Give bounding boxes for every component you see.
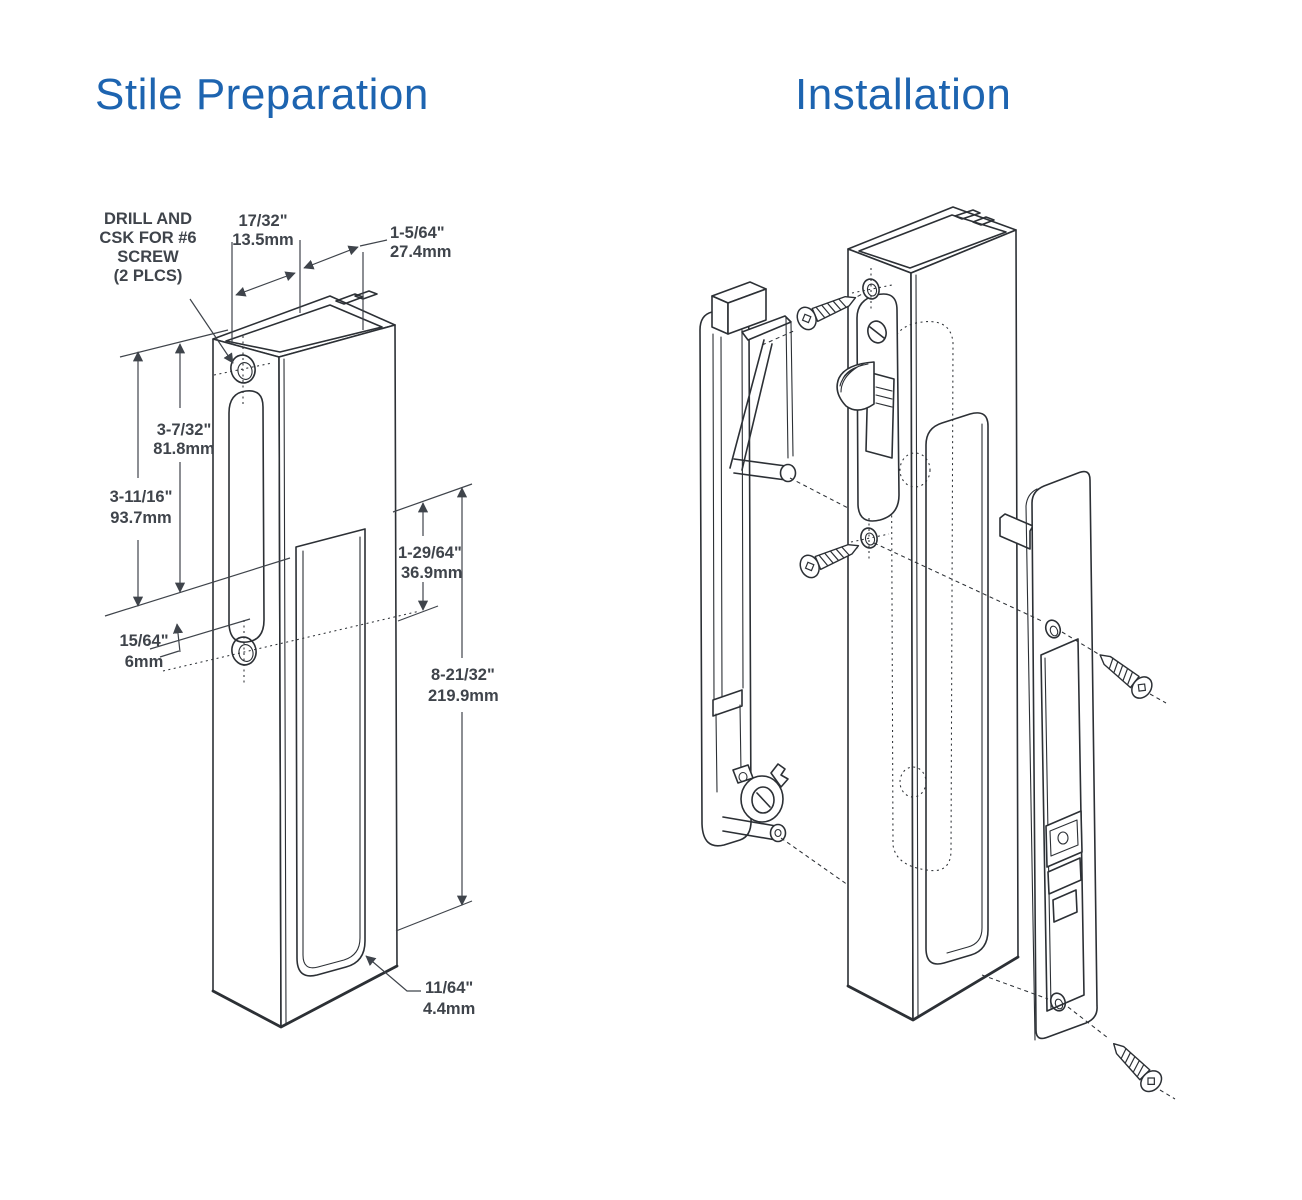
- faceplate-top-hole: [1044, 619, 1062, 639]
- dim-face-width-mm: 27.4mm: [390, 243, 451, 261]
- stile-holes-and-slot: [162, 336, 421, 684]
- dim-cutout-len-mm: 219.9mm: [428, 687, 499, 705]
- dim-hole-offset-in: 15/64": [119, 632, 168, 650]
- lock-cylinder: [732, 763, 789, 823]
- front-face-cutout: [295, 528, 366, 977]
- screw-top-right-icon: [1092, 645, 1157, 703]
- thumb-latch-lever: [836, 361, 875, 411]
- installation-title: Installation: [795, 70, 1012, 119]
- latch-lever-arm: [729, 339, 773, 471]
- dim-slot-width-mm: 13.5mm: [232, 231, 293, 249]
- drill-note-line4: (2 PLCS): [114, 267, 183, 285]
- keeper-detail: [1045, 810, 1083, 923]
- stile-preparation-title: Stile Preparation: [95, 70, 429, 119]
- latch-bolt-slot: [865, 371, 895, 459]
- installed-stile: [836, 206, 1020, 1022]
- dim-hole-span-in: 3-7/32": [157, 421, 212, 439]
- latch-ghost-outline: [890, 321, 954, 872]
- latch-mechanism: [699, 281, 797, 847]
- stile-preparation-diagram: DRILL AND CSK FOR #6 SCREW (2 PLCS) 17/3…: [99, 210, 499, 1029]
- glazing-channel-tab: [335, 293, 364, 305]
- drill-note-line2: CSK FOR #6: [99, 229, 196, 247]
- dim-thickness-mm: 4.4mm: [423, 1000, 475, 1018]
- keeper-tab: [999, 513, 1034, 550]
- dimension-lines: [104, 239, 473, 992]
- stile-body: [211, 290, 399, 1029]
- outer-faceplate: [999, 470, 1098, 1041]
- dim-hole-offset-mm: 6mm: [125, 653, 164, 671]
- dim-cutout-top-mm: 36.9mm: [401, 564, 462, 582]
- dim-slot-width-in: 17/32": [238, 212, 287, 230]
- dim-face-width-in: 1-5/64": [390, 224, 445, 242]
- dim-thickness-in: 11/64": [425, 979, 473, 997]
- dim-cutout-top-in: 1-29/64": [398, 544, 462, 562]
- installation-diagram: [699, 206, 1176, 1100]
- pivot-pin: [733, 458, 797, 483]
- stile-front-cutout: [925, 412, 989, 965]
- drill-note-line1: DRILL AND: [104, 210, 192, 228]
- dim-slot-len-in: 3-11/16": [110, 488, 173, 506]
- faceplate-cutout: [1040, 638, 1085, 1012]
- screw-bottom-right-icon: [1104, 1034, 1167, 1097]
- faceplate-bottom-hole: [1049, 992, 1067, 1012]
- latch-faceplate-installed: [836, 293, 900, 522]
- dimension-labels: DRILL AND CSK FOR #6 SCREW (2 PLCS) 17/3…: [99, 210, 498, 1018]
- dim-hole-span-mm: 81.8mm: [153, 440, 214, 458]
- bottom-screw-hole: [231, 636, 257, 666]
- key-prongs: [770, 763, 789, 788]
- dim-cutout-len-in: 8-21/32": [431, 666, 495, 684]
- dim-slot-len-mm: 93.7mm: [110, 509, 171, 527]
- drill-note-line3: SCREW: [117, 248, 179, 266]
- bottom-pin: [722, 816, 787, 843]
